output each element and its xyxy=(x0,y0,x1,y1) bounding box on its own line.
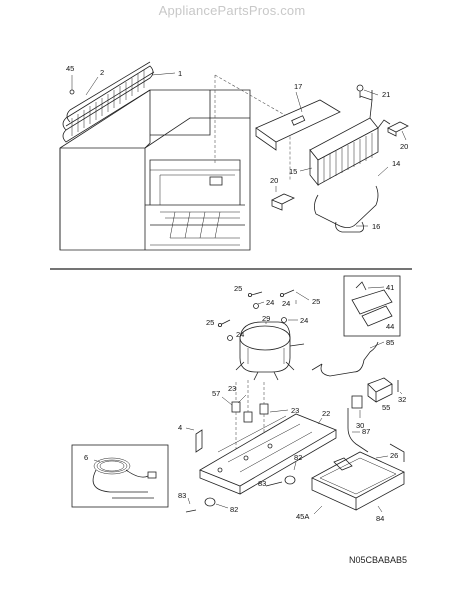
callout-number: 24 xyxy=(266,298,274,307)
callout-number: 82 xyxy=(294,453,302,462)
callout-1: 1 xyxy=(151,69,182,78)
callout-number: 55 xyxy=(382,403,390,412)
condenser-coil-unit xyxy=(309,90,391,187)
callout-number: 25 xyxy=(234,284,242,293)
callout-number: 21 xyxy=(382,90,390,99)
callout-number: 24 xyxy=(236,330,244,339)
callout-number: 45 xyxy=(66,64,74,73)
callout-number: 87 xyxy=(362,427,370,436)
callout-number: 16 xyxy=(372,222,380,231)
callout-17: 17 xyxy=(294,82,302,113)
callout-number: 44 xyxy=(386,322,394,331)
overload-30: 30 xyxy=(351,395,364,430)
grommet-82b: 82 xyxy=(204,497,238,514)
tube-85: 85 xyxy=(311,338,394,377)
callout-number: 30 xyxy=(356,421,364,430)
callout-number: 83 xyxy=(258,479,266,488)
callout-24-left: 24 xyxy=(236,330,244,339)
base-pan xyxy=(199,413,337,495)
drain-pan xyxy=(311,443,405,511)
screws xyxy=(217,289,295,341)
callout-number: 24 xyxy=(300,316,308,325)
callout-number: 25 xyxy=(206,318,214,327)
screw-83a: 83 xyxy=(258,479,283,488)
callout-number: 24 xyxy=(282,299,290,308)
callout-number: 57 xyxy=(212,389,220,398)
callout-24b: 24 xyxy=(282,299,297,308)
callout-number: 32 xyxy=(398,395,406,404)
part-4: 4 xyxy=(178,423,203,453)
callout-2: 2 xyxy=(85,68,104,96)
relay-55: 55 xyxy=(367,377,393,412)
callout-number: 23 xyxy=(228,384,236,393)
callout-15: 15 xyxy=(289,167,313,176)
condenser-shroud xyxy=(255,99,341,151)
callout-57: 57 xyxy=(212,389,233,406)
callout-84: 84 xyxy=(376,505,384,523)
condenser-coil xyxy=(62,61,155,143)
callout-24c: 24 xyxy=(288,316,308,325)
callout-number: 22 xyxy=(322,409,330,418)
bracket-20-left: 20 xyxy=(270,176,295,211)
diagram-code: N05CBABAB5 xyxy=(349,555,408,565)
callout-number: 82 xyxy=(230,505,238,514)
callout-number: 85 xyxy=(386,338,394,347)
light-housing xyxy=(209,176,223,186)
watermark: AppliancePartsPros.com xyxy=(158,3,306,18)
callout-number: 20 xyxy=(270,176,278,185)
fitting-21: 21 xyxy=(356,84,390,99)
callout-number: 84 xyxy=(376,514,384,523)
callout-number: 29 xyxy=(262,314,270,323)
callout-number: 41 xyxy=(386,283,394,292)
callout-number: 4 xyxy=(178,423,182,432)
callout-29: 29 xyxy=(262,314,270,324)
inset-power-cord: 6 xyxy=(71,444,169,508)
screw-83b: 83 xyxy=(178,491,197,513)
tube-14: 14 xyxy=(314,159,400,228)
callout-45: 45 xyxy=(66,64,75,95)
callout-45A: 45A xyxy=(296,505,323,521)
cover-32: 32 xyxy=(397,380,406,404)
callout-number: 45A xyxy=(296,512,309,521)
callout-23a: 23 xyxy=(228,384,247,404)
callout-number: 14 xyxy=(392,159,400,168)
callout-22: 22 xyxy=(317,409,330,425)
callout-25c: 25 xyxy=(206,318,214,327)
callout-number: 83 xyxy=(178,491,186,500)
callout-26: 26 xyxy=(375,451,398,460)
grommet-82a: 82 xyxy=(284,453,302,485)
inset-41-44: 41 44 xyxy=(343,275,401,337)
callout-24a: 24 xyxy=(257,298,274,307)
callout-number: 1 xyxy=(178,69,182,78)
callout-number: 15 xyxy=(289,167,297,176)
callout-number: 25 xyxy=(312,297,320,306)
bracket-20-right: 20 xyxy=(387,121,409,151)
callout-number: 23 xyxy=(291,406,299,415)
callout-number: 20 xyxy=(400,142,408,151)
callout-number: 26 xyxy=(390,451,398,460)
compressor xyxy=(235,321,305,381)
callout-25b: 25 xyxy=(295,291,320,306)
callout-25a: 25 xyxy=(234,284,242,293)
freezer-shelf-wires xyxy=(150,211,240,246)
callout-number: 2 xyxy=(100,68,104,77)
callout-number: 6 xyxy=(84,453,88,462)
clip-16: 16 xyxy=(335,221,380,233)
cabinet xyxy=(59,89,251,251)
callout-23b: 23 xyxy=(269,406,299,415)
callout-number: 17 xyxy=(294,82,302,91)
tube-87: 87 xyxy=(347,408,370,453)
